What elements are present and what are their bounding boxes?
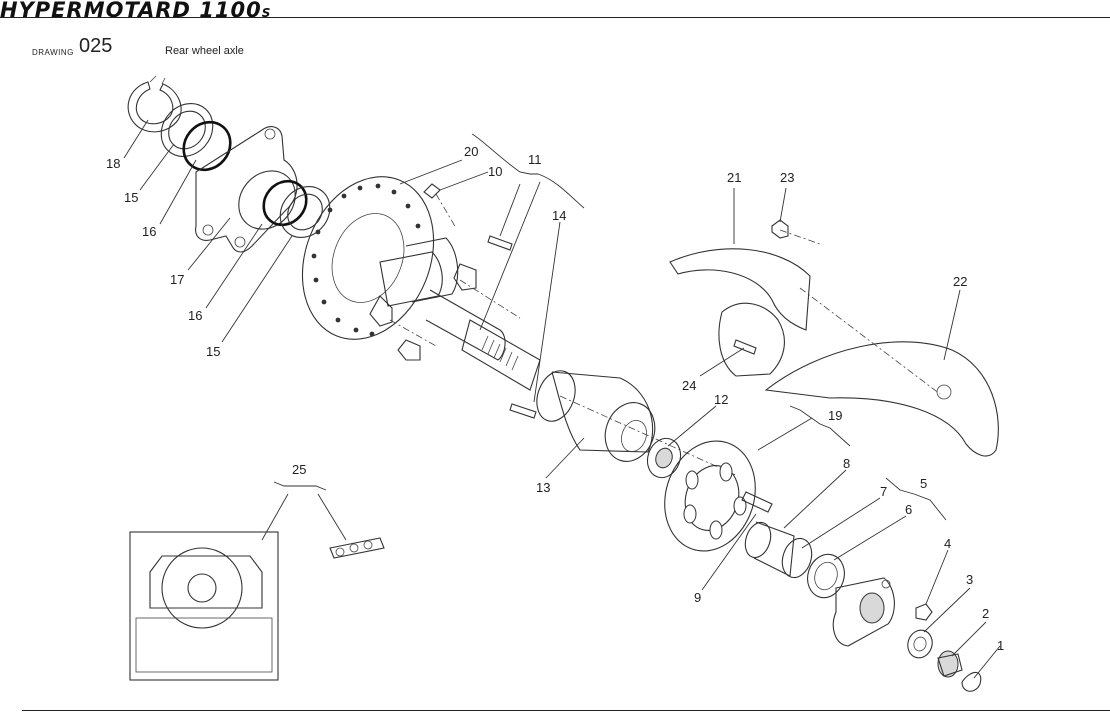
part-20-brake-disc[interactable] [279,157,457,359]
part-9-stud[interactable] [741,491,773,513]
part-2-axle-nut[interactable] [937,650,963,678]
callout-10: 10 [488,164,502,179]
callout-21: 21 [727,170,741,185]
callout-4: 4 [944,536,951,551]
part-15-seal-ring-inner[interactable] [270,177,340,248]
part-3-washer[interactable] [904,627,935,661]
part-25-chain-kit[interactable] [129,531,385,681]
callout-25: 25 [292,462,306,477]
callout-numbers: 1 2 3 4 5 6 7 8 9 10 11 12 13 14 15 15 1… [106,144,1004,653]
part-4-nut[interactable] [915,603,933,621]
part-14-screw[interactable] [487,235,537,419]
callout-11: 11 [528,152,542,167]
callout-12: 12 [714,392,728,407]
part-7-bearing[interactable] [778,535,817,582]
part-8-spacer[interactable] [741,519,795,577]
callout-20: 20 [464,144,478,159]
part-16-o-ring[interactable] [174,113,240,180]
part-12-bearing[interactable] [642,434,686,483]
callout-14: 14 [552,208,566,223]
part-11-wheel-axle[interactable] [369,237,541,391]
part-22-mudguard[interactable] [764,287,999,457]
callout-5: 5 [920,476,927,491]
callout-19: 19 [828,408,842,423]
bracket-19 [789,405,851,447]
callout-16-upper: 16 [142,224,156,239]
part-10-bleed-screw[interactable] [423,183,457,229]
callout-3: 3 [966,572,973,587]
part-15-seal-ring[interactable] [151,93,224,167]
part-24-screw[interactable] [733,339,757,355]
callout-17: 17 [170,272,184,287]
part-18-circlip[interactable] [127,75,182,133]
part-17-eccentric-plate[interactable] [195,126,298,253]
part-1-clip[interactable] [961,671,982,692]
callout-9: 9 [694,590,701,605]
callout-8: 8 [843,456,850,471]
callout-22: 22 [953,274,967,289]
part-23-nut[interactable] [771,219,789,239]
bracket-5 [885,477,947,521]
drawing-title: Rear wheel axle [165,45,244,57]
part-5-flange[interactable] [832,577,895,647]
drawing-number: 025 [79,35,113,57]
brand-logo: HYPERMOTARD 1100S [0,0,272,22]
callout-1: 1 [997,638,1004,653]
drawing-label: DRAWING [32,48,74,57]
leader-lines [123,119,1001,679]
callout-2: 2 [982,606,989,621]
header-rule [0,17,1110,18]
callout-16-lower: 16 [188,308,202,323]
bracket-25 [273,481,327,491]
part-19-rear-sprocket[interactable] [651,429,769,563]
callout-24: 24 [682,378,696,393]
callout-18: 18 [106,156,120,171]
footer-rule [22,710,1110,711]
callout-23: 23 [780,170,794,185]
part-6-seal[interactable] [802,550,850,603]
callout-7: 7 [880,484,887,499]
part-13-hub-carrier[interactable] [530,365,739,477]
part-16-o-ring-inner[interactable] [227,160,315,241]
callout-15-lower: 15 [206,344,220,359]
callout-15-upper: 15 [124,190,138,205]
callout-13: 13 [536,480,550,495]
callout-6: 6 [905,502,912,517]
part-21-chain-guard[interactable] [669,229,821,377]
bracket-11 [471,133,585,209]
